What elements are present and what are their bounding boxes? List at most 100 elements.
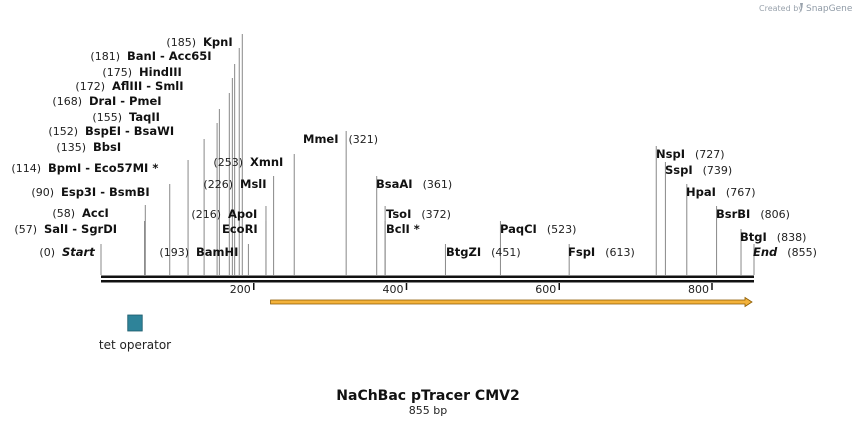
feature-label-tet-operator: tet operator (99, 338, 171, 352)
site-position: (361) (423, 178, 453, 191)
site-position: (114) (11, 162, 41, 175)
site-name: PaqCI (500, 222, 537, 236)
site-label-end[interactable]: End(855) (753, 245, 817, 259)
site-label-bcli[interactable]: BclI * (386, 222, 420, 236)
site-name: BamHI (196, 245, 238, 259)
sequence-backbone (101, 275, 754, 283)
site-label-btgi[interactable]: BtgI (838) (740, 230, 806, 244)
site-position: (523) (547, 223, 577, 236)
site-label-acci[interactable]: (58)AccI (52, 206, 108, 220)
site-label-kpni[interactable]: (185) KpnI (166, 35, 232, 49)
site-name: XmnI (250, 155, 283, 169)
site-label-ecori[interactable]: EcoRI (222, 222, 258, 236)
site-name: FspI (568, 245, 595, 259)
site-position: (193) (159, 246, 189, 259)
site-label-esp3i-bsmbi[interactable]: (90) Esp3I - BsmBI (31, 185, 149, 199)
site-position: (767) (726, 186, 756, 199)
site-position: (613) (605, 246, 635, 259)
site-name: HindIII (139, 65, 182, 79)
site-name: NspI (656, 147, 685, 161)
site-name: Esp3I - BsmBI (61, 185, 150, 199)
site-label-bamhi[interactable]: (193) BamHI (159, 245, 238, 259)
site-labels: (0)Start(57) SalI - SgrDI (58)AccI (90) Esp3… (11, 35, 816, 259)
site-name: TsoI (386, 207, 411, 221)
site-name: BsaAI (376, 177, 413, 191)
site-name: KpnI (203, 35, 233, 49)
site-name: BpmI - Eco57MI * (48, 161, 158, 175)
site-label-bbsi[interactable]: (135) BbsI (56, 140, 121, 154)
site-position: (372) (421, 208, 451, 221)
site-label-msli[interactable]: (226) MslI (203, 177, 266, 191)
tick-label: 800 (688, 283, 709, 296)
site-name: BspEI - BsaWI (85, 124, 174, 138)
site-label-bspei-bsawi[interactable]: (152)BspEI - BsaWI (48, 124, 174, 138)
site-name: MslI (240, 177, 267, 191)
site-label-bpmi-eco57mi[interactable]: (114) BpmI - Eco57MI * (11, 161, 158, 175)
site-name: BsrBI (716, 207, 750, 221)
site-label-sspi[interactable]: SspI(739) (665, 163, 732, 177)
site-name: EcoRI (222, 222, 258, 236)
site-name: BtgI (740, 230, 767, 244)
site-position: (451) (491, 246, 521, 259)
tick-label: 400 (382, 283, 403, 296)
site-name: BanI - Acc65I (127, 49, 212, 63)
created-by-label: Created by (759, 4, 803, 13)
site-position: (806) (760, 208, 790, 221)
tick-label: 600 (535, 283, 556, 296)
site-label-xmni[interactable]: (253) XmnI (213, 155, 283, 169)
site-position: (855) (787, 246, 817, 259)
site-lines (100, 34, 755, 275)
feature-box-tet-operator[interactable] (127, 314, 143, 332)
site-label-hpai[interactable]: HpaI (767) (686, 185, 756, 199)
site-position: (175) (102, 66, 132, 79)
site-position: (181) (90, 50, 120, 63)
site-label-apoi[interactable]: (216)ApoI (191, 207, 257, 221)
site-position: (216) (191, 208, 221, 221)
snapgene-logo-icon (800, 3, 803, 12)
site-position: (739) (703, 164, 733, 177)
site-name: TaqII (129, 110, 160, 124)
site-label-sali-sgrdi[interactable]: (57) SalI - SgrDI (14, 222, 117, 236)
site-position: (58) (52, 207, 75, 220)
site-label-bsaai[interactable]: BsaAI (361) (376, 177, 452, 191)
feature-arrow[interactable] (270, 296, 753, 308)
site-label-hindiii[interactable]: (175) HindIII (102, 65, 181, 79)
site-position: (135) (56, 141, 86, 154)
backbone-bottom-strand (101, 280, 754, 283)
site-position: (0) (39, 246, 55, 259)
site-position: (168) (52, 95, 82, 108)
site-position: (226) (203, 178, 233, 191)
site-label-paqci[interactable]: PaqCI (523) (500, 222, 576, 236)
site-position: (321) (349, 133, 379, 146)
site-label-btgzi[interactable]: BtgZI (451) (446, 245, 521, 259)
site-position: (838) (777, 231, 807, 244)
site-position: (57) (14, 223, 37, 236)
site-position: (185) (166, 36, 196, 49)
site-name: AflIII - SmlI (112, 79, 184, 93)
site-name: BtgZI (446, 245, 481, 259)
site-label-start[interactable]: (0)Start (39, 245, 95, 259)
site-name: SalI - SgrDI (44, 222, 117, 236)
site-position: (172) (75, 80, 105, 93)
site-label-drai-pmei[interactable]: (168) DraI - PmeI (52, 94, 161, 108)
site-label-tsoi[interactable]: TsoI (372) (386, 207, 451, 221)
site-label-bani-acc65i[interactable]: (181) BanI - Acc65I (90, 49, 211, 63)
site-label-taqii[interactable]: (155)TaqII (92, 110, 160, 124)
site-name: MmeI (303, 132, 339, 146)
site-name: BclI * (386, 222, 420, 236)
site-position: (253) (213, 156, 243, 169)
site-position: (90) (31, 186, 54, 199)
site-name: DraI - PmeI (89, 94, 162, 108)
site-name: BbsI (93, 140, 121, 154)
site-label-fspi[interactable]: FspI (613) (568, 245, 635, 259)
backbone-top-strand (101, 275, 754, 278)
site-label-nspi[interactable]: NspI(727) (656, 147, 725, 161)
site-label-mmei[interactable]: MmeI (321) (303, 132, 378, 146)
site-label-bsrbi[interactable]: BsrBI (806) (716, 207, 790, 221)
features: tet operator (99, 296, 753, 352)
site-name: HpaI (686, 185, 716, 199)
map-title: NaChBac pTracer CMV2 (336, 388, 519, 404)
site-label-afliii-smli[interactable]: (172) AflIII - SmlI (75, 79, 183, 93)
